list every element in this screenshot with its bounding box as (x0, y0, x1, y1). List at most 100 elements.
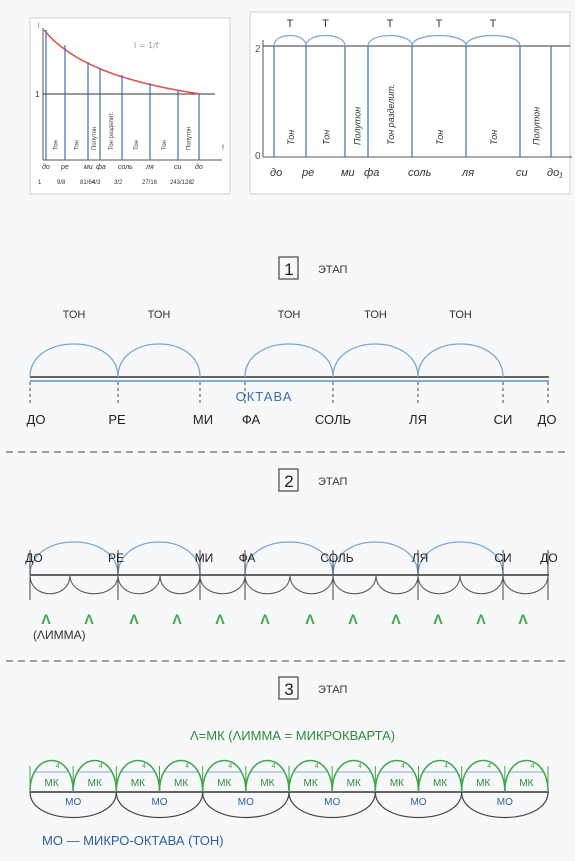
mk-label: МК (390, 778, 404, 789)
note-label: соль (118, 164, 133, 171)
chart-wavelength-bars (45, 30, 200, 160)
mk-arc (417, 759, 463, 793)
tone-arc (117, 343, 201, 378)
x-axis-label: f (222, 145, 224, 152)
note-label: ля (461, 167, 474, 179)
note-label: ре (60, 164, 69, 171)
y-unit-label: 1 (35, 90, 40, 99)
octave-label: ОКТАВА (236, 389, 293, 404)
mk-top: 4 (228, 763, 232, 770)
note-label: ре (301, 167, 314, 179)
ratio-label: 1 (38, 180, 42, 186)
tone-arc (465, 34, 521, 47)
stage-2-number: 2 (284, 472, 293, 491)
mk-arc (245, 759, 290, 793)
limma-mark: Λ (476, 611, 486, 627)
ton-label: ТОН (148, 309, 171, 321)
ton-label: ТОН (278, 309, 301, 321)
tone-mark: Т (490, 18, 497, 30)
tone-arc (244, 541, 334, 576)
note-label: МИ (193, 412, 213, 427)
mk-top: 4 (487, 763, 491, 770)
tone-arc (29, 343, 119, 378)
ton-label: ТОН (364, 309, 387, 321)
ton-label: ТОН (449, 309, 472, 321)
stage-3-label: ЭТАП (318, 684, 347, 696)
limma-arc (417, 574, 461, 595)
tone-arc (332, 343, 419, 378)
mo-arc (202, 791, 290, 818)
note-label: СИ (494, 412, 513, 427)
limma-mark: Λ (433, 611, 443, 627)
chart-steps-panel (249, 11, 571, 195)
step-label: Полутон (353, 107, 363, 145)
mk-label: МК (217, 778, 231, 789)
step-label: Полутон (187, 127, 193, 150)
ratio-label: 9/8 (57, 180, 66, 186)
stage-1-arcs (29, 343, 504, 378)
tone-mark: Т (322, 18, 329, 30)
stage-2-label: ЭТАП (318, 476, 347, 488)
ratio-label: 27/16 (142, 180, 158, 186)
limma-mark: Λ (518, 611, 528, 627)
mk-label: МК (88, 778, 102, 789)
limma-mark: Λ (215, 611, 225, 627)
note-label: соль (408, 167, 432, 179)
tone-arc (117, 541, 201, 576)
ratio-label: 3/2 (114, 180, 123, 186)
note-label: РЕ (108, 412, 126, 427)
limma-mark: Λ (348, 611, 358, 627)
limma-mark: Λ (260, 611, 270, 627)
limma-mark: Λ (84, 611, 94, 627)
note-label: СОЛЬ (320, 551, 353, 565)
stage-3-number-box (278, 676, 299, 700)
step-label: Тон (134, 140, 140, 150)
mk-label: МК (519, 778, 533, 789)
tone-arc (417, 343, 504, 378)
mk-arc (504, 759, 549, 793)
mk-label: МК (131, 778, 145, 789)
mk-top: 4 (185, 763, 189, 770)
stage-1-label: ЭТАП (318, 264, 347, 276)
stage-3-number: 3 (284, 680, 293, 699)
step-label: Тон (435, 130, 445, 145)
limma-arc (289, 574, 334, 595)
mk-top: 4 (142, 763, 146, 770)
note-label: ФА (239, 551, 256, 565)
limma-mark: Λ (391, 611, 401, 627)
note-label: до (270, 167, 282, 179)
mo-arc (115, 791, 204, 818)
chart-steps-bars (273, 46, 552, 157)
tone-arc (29, 541, 119, 576)
mk-top: 4 (401, 763, 405, 770)
mk-top: 4 (530, 763, 534, 770)
tone-mark: Т (387, 18, 394, 30)
note-label: до₁ (547, 167, 563, 179)
decay-curve (43, 29, 201, 95)
mk-label: МК (304, 778, 318, 789)
mk-label: МК (347, 778, 361, 789)
note-label: ми (341, 167, 355, 179)
step-label: Тон (162, 140, 168, 150)
note-label: СОЛЬ (315, 412, 351, 427)
mo-arc (461, 791, 549, 818)
note-label: СИ (494, 551, 511, 565)
stage-1-ticks (29, 382, 549, 405)
mk-top: 4 (358, 763, 362, 770)
tone-arc (332, 541, 419, 576)
y-bottom-label: 0 (255, 151, 261, 162)
tone-arc (273, 34, 307, 47)
note-label: ДО (538, 412, 557, 427)
formula-label: l = 1/f (134, 41, 159, 50)
step-label: Тон (489, 130, 499, 145)
tone-mark: Т (436, 18, 443, 30)
